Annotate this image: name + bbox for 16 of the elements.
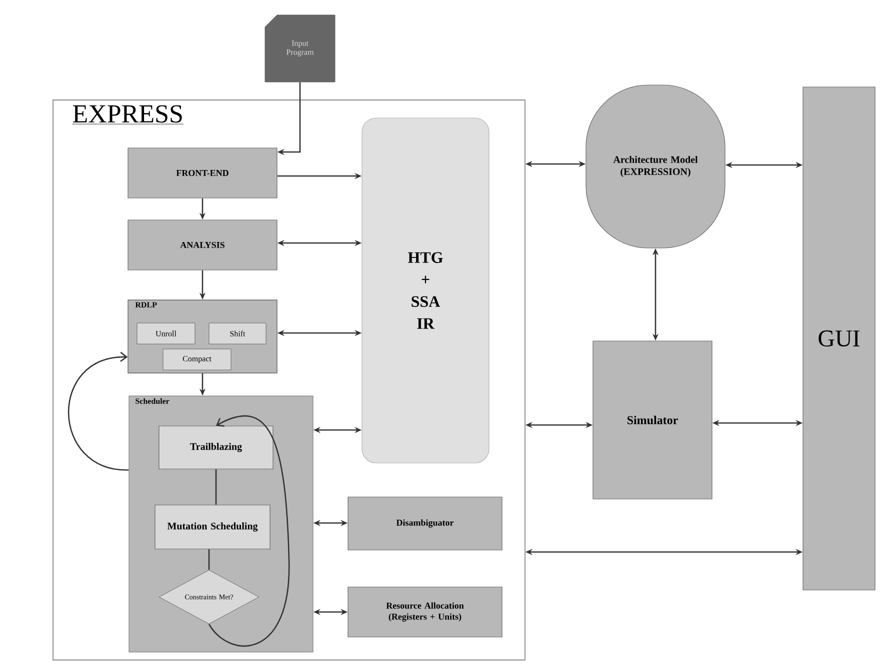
process-box: Disambiguator (348, 496, 502, 550)
process-box: FRONT-END (128, 148, 278, 198)
input-document: Input Program (264, 14, 336, 82)
bar-box: GUI (802, 86, 876, 590)
process-box: Resource Allocation (Registers + Units) (348, 586, 502, 638)
process-box: ANALYSIS (128, 220, 278, 270)
process-box: Simulator (592, 340, 712, 500)
arrow (68, 352, 129, 471)
process-box: Mutation Scheduling (154, 504, 270, 550)
rounded-box: Architecture Model (EXPRESSION) (586, 84, 726, 248)
process-box: Trailblazing (158, 426, 274, 470)
sub-step-box: Unroll (136, 322, 196, 344)
sub-step-box: Shift (208, 322, 266, 344)
sub-step-box: Compact (162, 348, 232, 370)
arrow (208, 416, 290, 646)
rounded-box: HTG + SSA IR (362, 118, 490, 464)
